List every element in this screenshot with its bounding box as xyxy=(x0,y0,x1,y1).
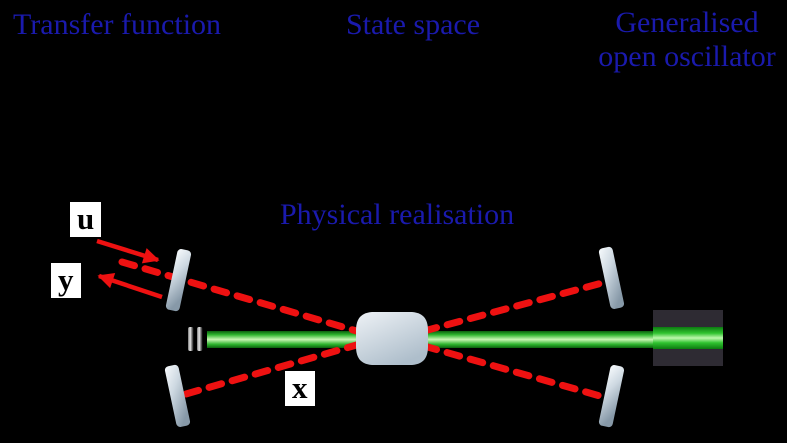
cavity-mode-dashed-beams xyxy=(118,258,611,402)
laser-head xyxy=(653,310,723,366)
heading-generalised-line1: Generalised xyxy=(615,6,759,39)
heading-state-space: State space xyxy=(345,8,481,41)
dashed-beam-lower-right xyxy=(420,342,611,402)
input-coupler-bars xyxy=(188,327,203,351)
input-coupler-bar-right xyxy=(197,327,203,351)
state-label-x: x xyxy=(285,371,315,406)
dashed-beam-lower-left xyxy=(182,340,364,398)
heading-generalised-open-oscillator: Generalised open oscillator xyxy=(587,6,787,74)
io-arrows xyxy=(96,238,163,300)
laser-head-gain-glow xyxy=(653,327,723,349)
mirror-bottom-left xyxy=(164,364,191,427)
input-label-u: u xyxy=(70,202,102,237)
mirror-bottom-right xyxy=(598,365,625,428)
mirror-top-left xyxy=(165,249,192,312)
heading-generalised-line2: open oscillator xyxy=(598,40,776,73)
heading-transfer-function: Transfer function xyxy=(13,8,222,41)
heading-physical-realisation: Physical realisation xyxy=(280,198,515,231)
dashed-beam-upper-left xyxy=(118,258,364,336)
nonlinear-crystal xyxy=(356,312,428,365)
laser-beam xyxy=(207,331,656,348)
dashed-beam-upper-right xyxy=(420,279,606,335)
mirror-top-right xyxy=(598,246,625,309)
input-coupler-bar-left xyxy=(188,327,194,351)
output-label-y: y xyxy=(51,263,81,298)
output-arrow xyxy=(97,272,163,300)
input-arrow xyxy=(96,238,160,264)
